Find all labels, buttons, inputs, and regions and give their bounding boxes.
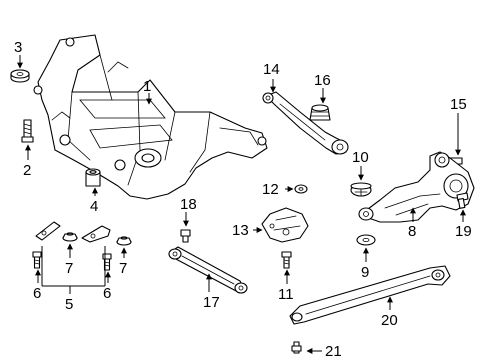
callout-18: 18 — [180, 196, 197, 213]
bolt-2[interactable] — [21, 119, 34, 143]
callout-13: 13 — [232, 222, 249, 239]
bolt-6a[interactable] — [32, 251, 42, 269]
bracket-5b[interactable] — [81, 225, 111, 243]
callout-6b: 6 — [103, 285, 111, 302]
bushing-4[interactable] — [85, 168, 101, 187]
washer-12[interactable] — [294, 184, 308, 194]
leader-lines — [17, 55, 466, 354]
bracket-13[interactable] — [261, 207, 309, 243]
washer-7b[interactable] — [116, 236, 132, 246]
callout-21: 21 — [325, 343, 342, 360]
bump-stop-16[interactable] — [309, 104, 331, 121]
callout-11: 11 — [278, 286, 294, 303]
upper-control-arm-14[interactable] — [262, 91, 349, 155]
callout-2: 2 — [23, 162, 31, 179]
bolt-6b[interactable] — [102, 253, 112, 271]
callout-3: 3 — [14, 39, 22, 56]
callout-8: 8 — [408, 223, 416, 240]
callout-5: 5 — [65, 296, 73, 313]
callout-4: 4 — [90, 198, 98, 215]
bolt-19[interactable] — [456, 192, 469, 209]
callout-labels: 1 2 3 4 5 6 6 7 7 8 9 10 11 12 13 14 15 … — [14, 39, 472, 360]
stopper-10[interactable] — [350, 182, 372, 197]
callout-15: 15 — [450, 96, 467, 113]
callout-7b: 7 — [119, 260, 127, 277]
knuckle-8[interactable] — [358, 151, 475, 223]
rear-subframe[interactable] — [33, 34, 268, 200]
callout-16: 16 — [314, 72, 331, 89]
callout-20: 20 — [381, 312, 398, 329]
lower-link-20[interactable] — [289, 265, 451, 325]
callout-7a: 7 — [65, 260, 73, 277]
washer-9[interactable] — [356, 234, 376, 246]
bolt-11[interactable] — [281, 251, 292, 269]
lateral-link-17[interactable] — [168, 246, 248, 294]
bracket-5a[interactable] — [35, 221, 61, 241]
bolt-18[interactable] — [180, 229, 191, 243]
callout-6a: 6 — [33, 285, 41, 302]
callout-19: 19 — [455, 223, 472, 240]
callout-14: 14 — [263, 61, 280, 78]
callout-1: 1 — [143, 78, 151, 95]
callout-10: 10 — [352, 149, 369, 166]
callout-9: 9 — [361, 264, 369, 281]
washer-7a[interactable] — [62, 232, 78, 242]
bolt-21[interactable] — [291, 341, 302, 354]
washer-3[interactable] — [10, 69, 30, 83]
callout-17: 17 — [203, 294, 220, 311]
callout-12: 12 — [262, 181, 279, 198]
